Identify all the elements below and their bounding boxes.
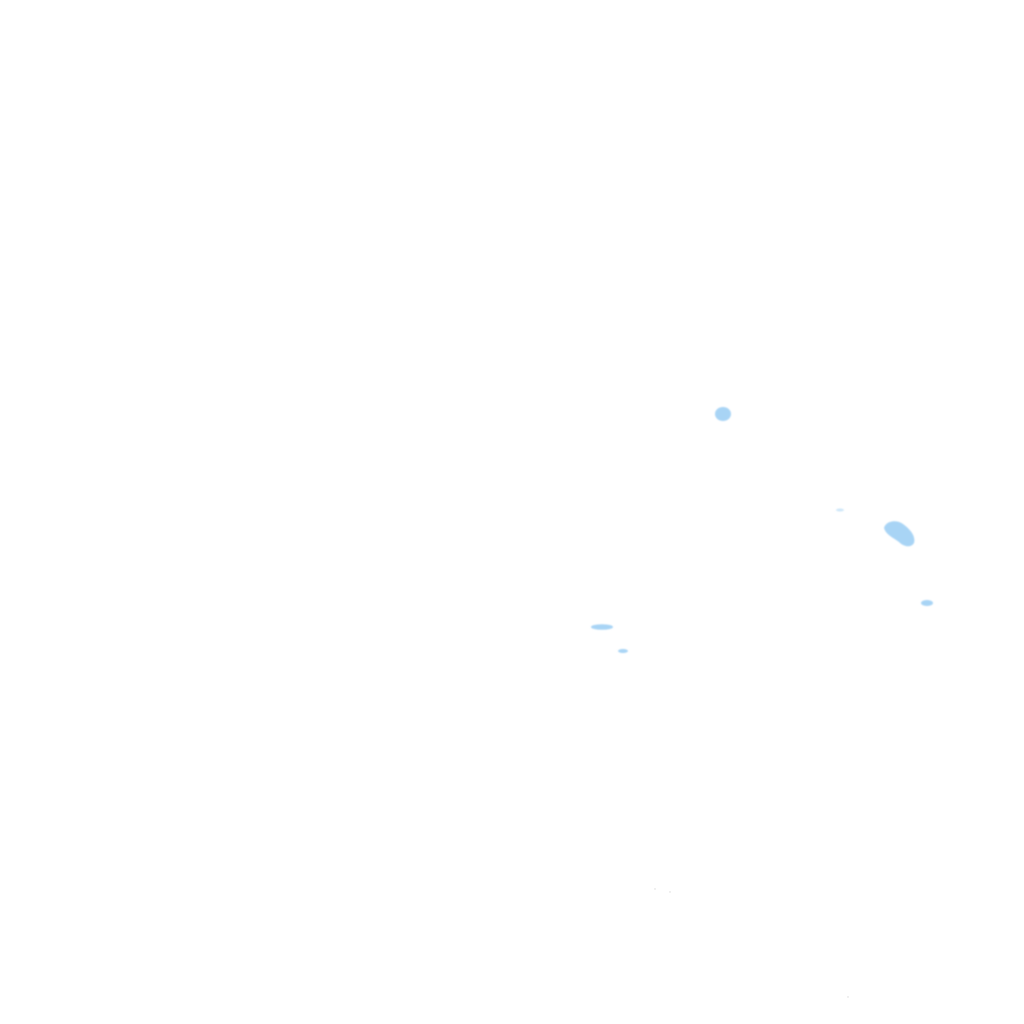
speck	[654, 888, 656, 890]
lake-3	[921, 600, 933, 606]
lake-6	[836, 508, 844, 512]
lake-1	[715, 407, 731, 421]
lake-2	[884, 521, 915, 547]
water-layer	[591, 407, 933, 653]
lake-5	[618, 649, 628, 653]
speck	[847, 996, 849, 998]
lake-4	[591, 624, 613, 630]
speck	[669, 891, 671, 893]
speck-layer	[654, 888, 849, 998]
